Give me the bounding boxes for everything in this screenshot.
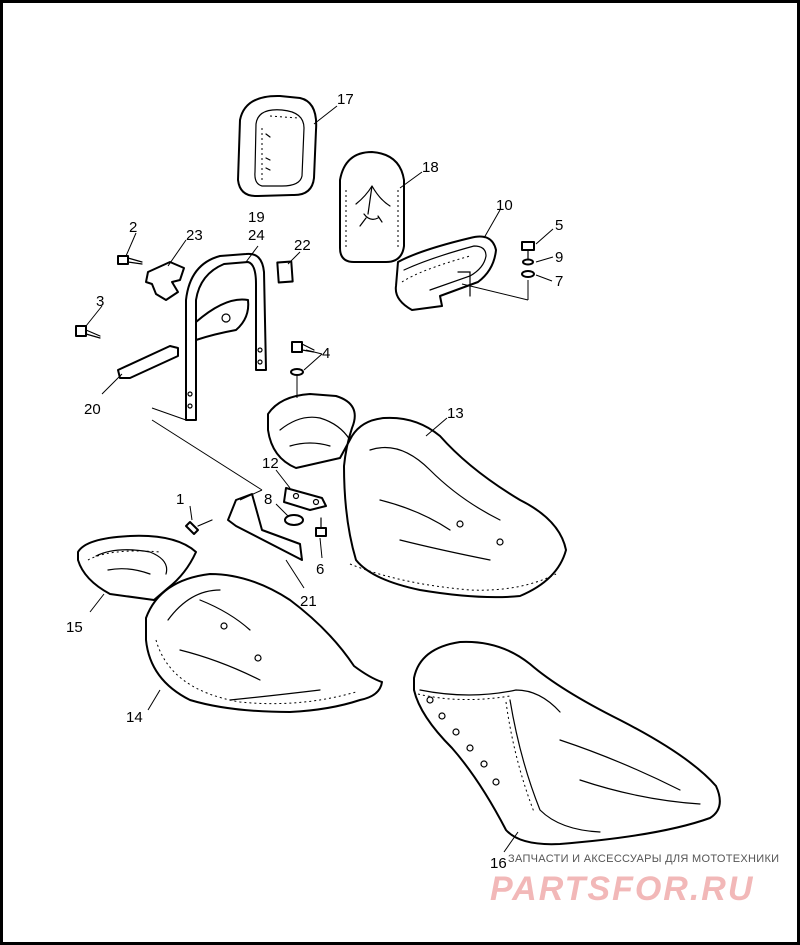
backrest-pad-17 — [237, 94, 318, 198]
callout-20: 20 — [84, 401, 101, 418]
grommet-8 — [284, 514, 304, 526]
callout-5: 5 — [555, 217, 563, 234]
sissy-bar-19-24 — [185, 252, 267, 421]
screw-6 — [315, 517, 327, 537]
decal-22 — [276, 260, 294, 284]
callout-12: 12 — [262, 455, 279, 472]
bolt-washers-5-9-7 — [521, 241, 535, 278]
callout-1: 1 — [176, 491, 184, 508]
watermark: ЗАПЧАСТИ И АКСЕССУАРЫ ДЛЯ МОТОТЕХНИКИ PA… — [490, 853, 779, 908]
rack-strap-10 — [394, 235, 497, 311]
callout-2: 2 — [129, 219, 137, 236]
side-bracket-21 — [227, 493, 303, 561]
seat-13 — [267, 393, 567, 599]
seat-16 — [413, 640, 721, 846]
callout-8: 8 — [264, 491, 272, 508]
watermark-tagline: ЗАПЧАСТИ И АКСЕССУАРЫ ДЛЯ МОТОТЕХНИКИ — [508, 853, 779, 865]
screw-2 — [117, 255, 143, 265]
callout-4: 4 — [322, 345, 330, 362]
watermark-brand: PARTSFOR.RU — [490, 870, 754, 908]
callout-9: 9 — [555, 249, 563, 266]
seat-14-15 — [77, 534, 383, 713]
backrest-18 — [339, 151, 405, 263]
callout-23: 23 — [186, 227, 203, 244]
callout-18: 18 — [422, 159, 439, 176]
callout-13: 13 — [447, 405, 464, 422]
screw-3 — [75, 325, 101, 339]
callout-7: 7 — [555, 273, 563, 290]
callout-24: 24 — [248, 227, 265, 244]
callout-3: 3 — [96, 293, 104, 310]
callout-6: 6 — [316, 561, 324, 578]
callout-10: 10 — [496, 197, 513, 214]
callout-17: 17 — [337, 91, 354, 108]
bracket-plate-23 — [145, 261, 185, 301]
screw-1 — [185, 519, 213, 535]
callout-16: 16 — [490, 855, 507, 872]
callout-14: 14 — [126, 709, 143, 726]
callout-19: 19 — [248, 209, 265, 226]
callout-22: 22 — [294, 237, 311, 254]
bracket-12 — [283, 487, 327, 511]
callout-21: 21 — [300, 593, 317, 610]
callout-15: 15 — [66, 619, 83, 636]
leader-lines — [85, 105, 554, 853]
side-plate-20 — [117, 345, 179, 379]
screw-washer-4 — [290, 341, 315, 376]
